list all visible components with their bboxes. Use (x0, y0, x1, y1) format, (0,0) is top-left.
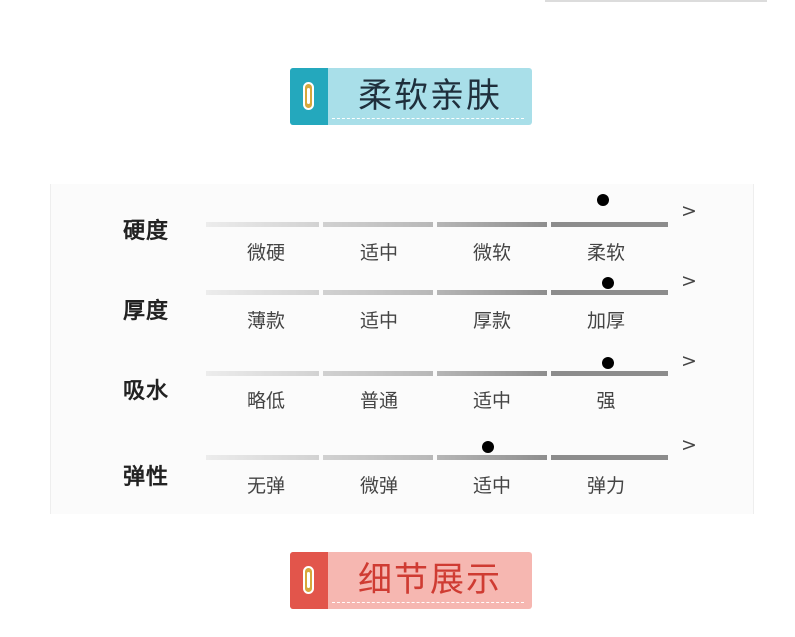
property-track (206, 290, 668, 295)
level-label: 微软 (472, 242, 511, 264)
level-label: 微硬 (246, 242, 285, 264)
zipper-pull-icon (303, 566, 314, 594)
section-banner-details: 细节展示 (290, 552, 532, 609)
level-label: 适中 (472, 390, 511, 412)
level-label: 强 (596, 390, 616, 412)
banner-tab (290, 552, 328, 609)
track-divider (319, 371, 323, 376)
property-label: 弹性 (123, 465, 170, 490)
section-title: 细节展示 (358, 560, 502, 600)
zipper-pull-icon (303, 82, 314, 110)
property-row-elasticity: 弹性 > 无弹 微弹 适中 弹力 (51, 434, 753, 514)
level-label: 适中 (359, 242, 398, 264)
track-divider (433, 371, 437, 376)
track-divider (547, 222, 551, 227)
level-indicator-dot (601, 357, 614, 369)
arrow-icon: > (681, 434, 697, 456)
property-label: 硬度 (123, 219, 170, 244)
track-divider (319, 222, 323, 227)
level-label: 适中 (472, 475, 511, 497)
section-title: 柔软亲肤 (358, 76, 502, 116)
banner-tab (290, 68, 328, 125)
track-divider (547, 290, 551, 295)
track-divider (433, 222, 437, 227)
property-track (206, 222, 668, 227)
level-label: 柔软 (586, 242, 625, 264)
level-label: 厚款 (472, 310, 511, 332)
arrow-icon: > (681, 200, 697, 222)
track-divider (433, 455, 437, 460)
level-label: 加厚 (586, 310, 625, 332)
stitch-line (332, 118, 524, 119)
track-divider (319, 290, 323, 295)
level-label: 微弹 (359, 475, 398, 497)
level-indicator-dot (601, 277, 614, 289)
track-divider (319, 455, 323, 460)
property-row-thickness: 厚度 > 薄款 适中 厚款 加厚 (51, 270, 753, 350)
level-indicator-dot (597, 194, 610, 206)
level-label: 适中 (359, 310, 398, 332)
property-row-absorbency: 吸水 > 略低 普通 适中 强 (51, 350, 753, 430)
property-row-hardness: 硬度 > 微硬 适中 微软 柔软 (51, 194, 753, 268)
property-label: 吸水 (123, 379, 170, 404)
property-track (206, 455, 668, 460)
arrow-icon: > (681, 270, 697, 292)
property-label: 厚度 (123, 299, 170, 324)
properties-card: 硬度 > 微硬 适中 微软 柔软 厚度 > 薄款 适中 厚款 (50, 184, 754, 514)
level-label: 略低 (246, 390, 285, 412)
level-label: 普通 (359, 390, 398, 412)
track-divider (547, 455, 551, 460)
property-track (206, 371, 668, 376)
track-divider (433, 290, 437, 295)
level-label: 弹力 (586, 475, 625, 497)
level-label: 薄款 (246, 310, 285, 332)
track-divider (547, 371, 551, 376)
level-label: 无弹 (246, 475, 285, 497)
section-banner-softness: 柔软亲肤 (290, 68, 532, 125)
top-divider (545, 0, 767, 2)
level-indicator-dot (481, 441, 494, 453)
arrow-icon: > (681, 350, 697, 372)
stitch-line (332, 602, 524, 603)
